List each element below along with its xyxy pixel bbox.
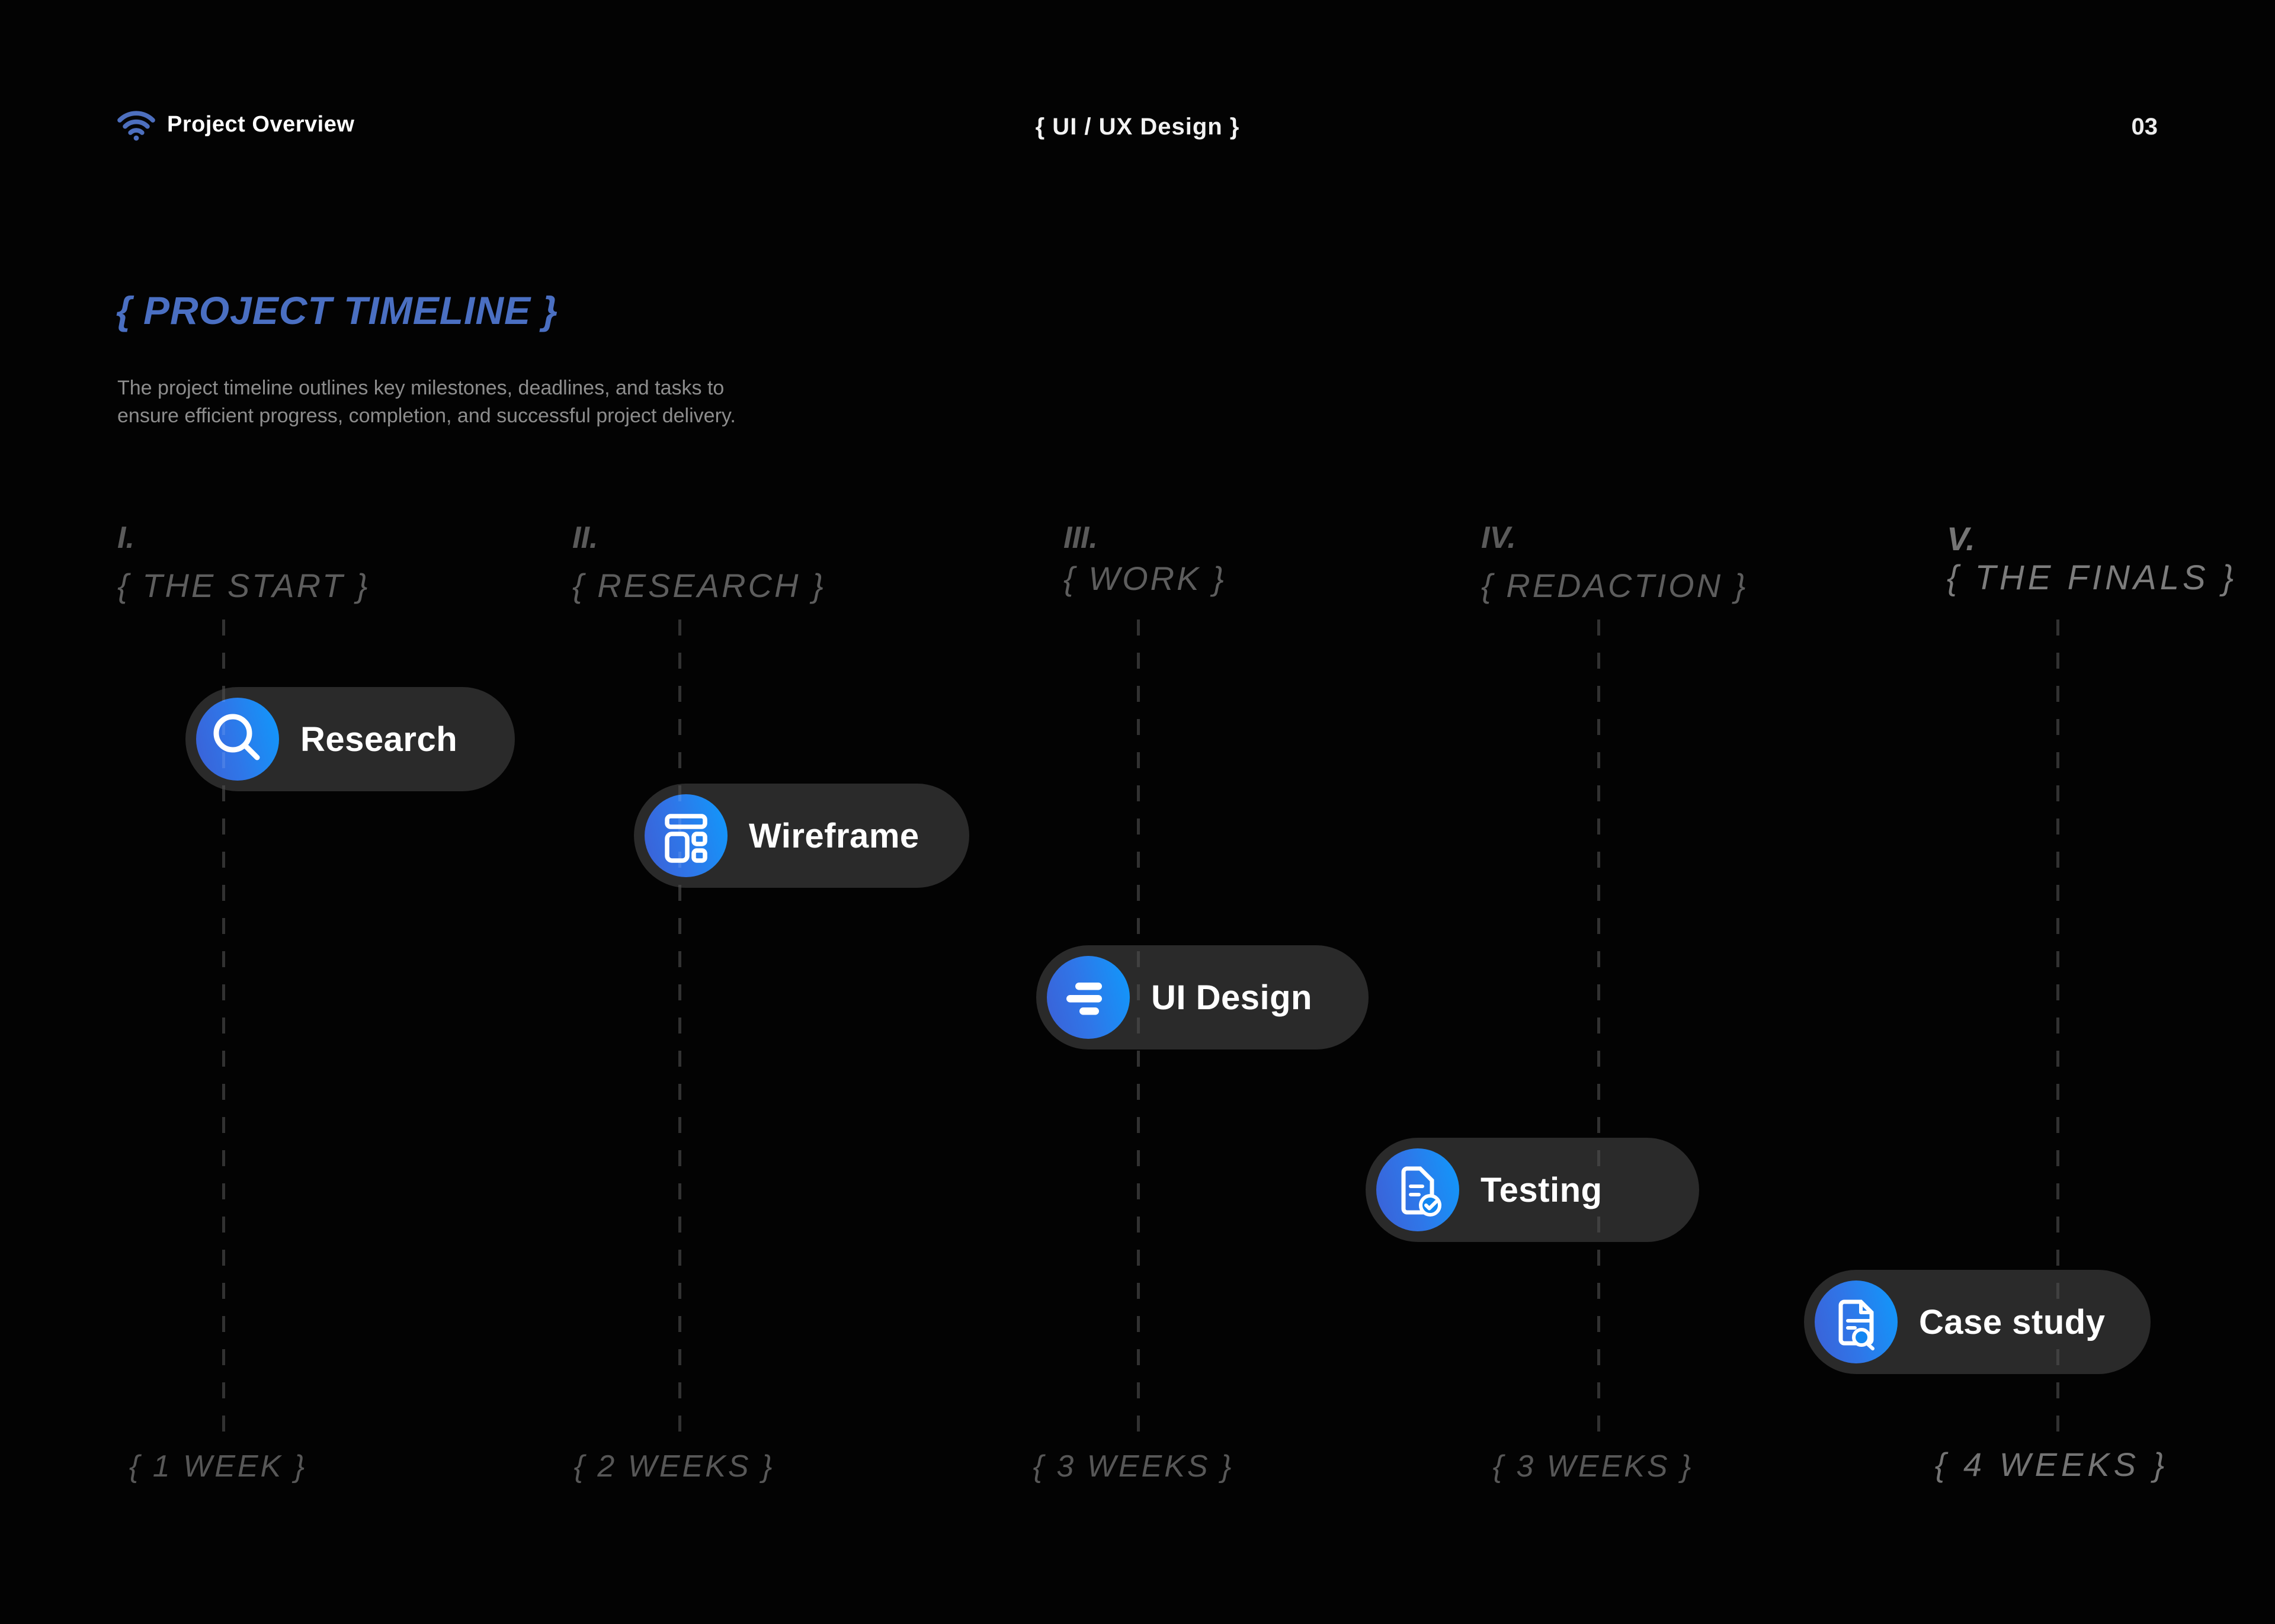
milestone-label: Wireframe: [749, 816, 919, 855]
description-line: ensure efficient progress, completion, a…: [117, 405, 736, 427]
phase-column-2: II. { RESEARCH }: [572, 521, 824, 604]
header-title: Project Overview: [167, 111, 355, 137]
milestone-label: Research: [300, 720, 458, 759]
phase-numeral: III.: [1063, 521, 1098, 555]
phase-numeral: I.: [117, 521, 134, 555]
layout-wireframe-icon: [645, 794, 728, 877]
phase-label: { WORK }: [1063, 560, 1226, 597]
guide-line: [2056, 620, 2059, 1439]
duration-label: { 1 WEEK }: [129, 1449, 307, 1484]
page-number: 03: [2131, 114, 2158, 140]
milestone-card-research[interactable]: Research: [185, 687, 515, 791]
phase-numeral: IV.: [1481, 521, 1516, 555]
guide-line: [1597, 620, 1600, 1439]
align-lines-icon: [1047, 956, 1130, 1039]
milestone-label: UI Design: [1151, 978, 1312, 1017]
milestone-card-case-study[interactable]: Case study: [1804, 1270, 2151, 1374]
guide-line: [222, 620, 225, 1439]
milestone-label: Case study: [1919, 1302, 2106, 1341]
milestone-label: Testing: [1481, 1170, 1603, 1209]
description-line: The project timeline outlines key milest…: [117, 377, 725, 399]
section-title: { PROJECT TIMELINE }: [116, 288, 559, 332]
document-check-icon: [1376, 1148, 1459, 1231]
milestone-card-ui-design[interactable]: UI Design: [1036, 945, 1369, 1049]
phase-column-1: I. { THE START }: [117, 521, 367, 604]
milestone-card-testing[interactable]: Testing: [1366, 1138, 1699, 1242]
search-icon: [196, 698, 279, 781]
phase-column-3: III. { WORK }: [1063, 521, 1224, 597]
phase-numeral: II.: [572, 521, 598, 555]
header-category-tag: { UI / UX Design }: [1035, 114, 1240, 140]
document-search-icon: [1815, 1280, 1898, 1363]
phase-label: { THE FINALS }: [1947, 559, 2238, 597]
brand: Project Overview: [116, 108, 354, 141]
phase-label: { THE START }: [117, 567, 370, 604]
duration-label: { 2 WEEKS }: [573, 1449, 775, 1484]
duration-label: { 4 WEEKS }: [1934, 1446, 2169, 1483]
wifi-icon: [116, 108, 156, 141]
duration-label: { 3 WEEKS }: [1492, 1449, 1694, 1484]
phase-column-5: V. { THE FINALS }: [1947, 520, 2234, 598]
phase-label: { RESEARCH }: [572, 567, 826, 604]
phase-column-4: IV. { REDACTION }: [1481, 521, 1745, 604]
phase-label: { REDACTION }: [1481, 567, 1748, 604]
phase-numeral: V.: [1947, 520, 1975, 557]
duration-label: { 3 WEEKS }: [1033, 1449, 1234, 1484]
milestone-card-wireframe[interactable]: Wireframe: [634, 784, 969, 888]
guide-line: [678, 620, 681, 1439]
section-description: The project timeline outlines key milest…: [117, 374, 736, 430]
